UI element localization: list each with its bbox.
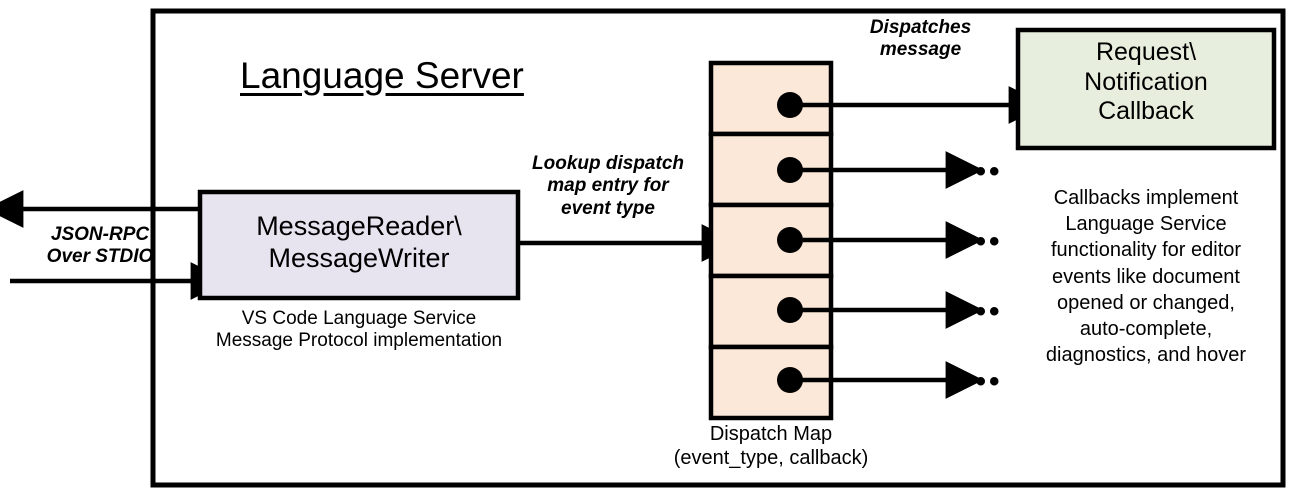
callback-description: Callbacks implement Language Service fun… — [1045, 187, 1247, 367]
page-title: Language Server — [240, 55, 524, 96]
dispatch-row-edges — [777, 86, 1047, 399]
dispatch-map-row — [708, 344, 834, 421]
message-reader-writer-box — [197, 189, 521, 301]
dispatches-message-label: Dispatches message — [869, 17, 972, 61]
dispatch-map-caption: Dispatch Map (event_type, callback) — [673, 423, 869, 469]
lookup-dispatch-label: Lookup dispatch map entry for event type — [532, 153, 684, 219]
ellipsis-row-5: ••• — [962, 365, 1003, 398]
jsonrpc-transport-label: JSON-RPC Over STDIO — [46, 224, 154, 268]
ellipsis-row-2: ••• — [962, 155, 1003, 188]
callback-box-label: Request\ Notification Callback — [1084, 38, 1208, 125]
dispatch-map-row — [708, 60, 834, 137]
language-server-container — [150, 8, 1286, 488]
ellipsis-row-3: ••• — [962, 225, 1003, 258]
ellipsis-row-4: ••• — [962, 295, 1003, 328]
request-notification-callback-box — [1015, 27, 1277, 151]
dispatch-map-table — [708, 60, 834, 421]
message-reader-writer-label: MessageReader\ MessageWriter — [256, 211, 462, 273]
message-protocol-caption: VS Code Language Service Message Protoco… — [215, 308, 503, 352]
